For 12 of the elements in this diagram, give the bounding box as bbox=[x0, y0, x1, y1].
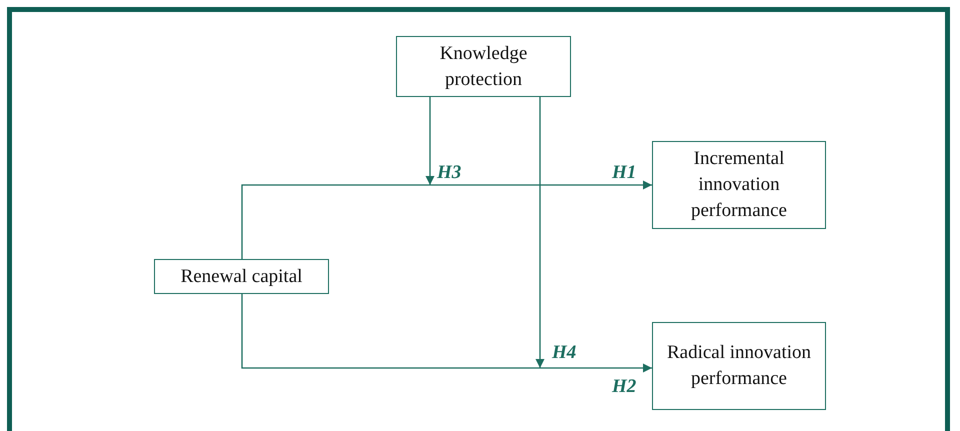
arrow bbox=[425, 97, 435, 185]
variable-box bbox=[652, 322, 826, 410]
variable-label: Renewal capital bbox=[180, 264, 302, 288]
variable-box bbox=[154, 259, 329, 294]
arrow bbox=[535, 97, 545, 368]
variable-label: Knowledge protection bbox=[438, 42, 528, 92]
variable-box bbox=[396, 36, 571, 97]
variable-label: Incremental innovation performance bbox=[690, 147, 788, 223]
variable-label: Radical innovation performance bbox=[666, 341, 812, 391]
arrow bbox=[241, 294, 652, 373]
variable-box bbox=[652, 141, 826, 229]
arrow bbox=[241, 180, 652, 259]
